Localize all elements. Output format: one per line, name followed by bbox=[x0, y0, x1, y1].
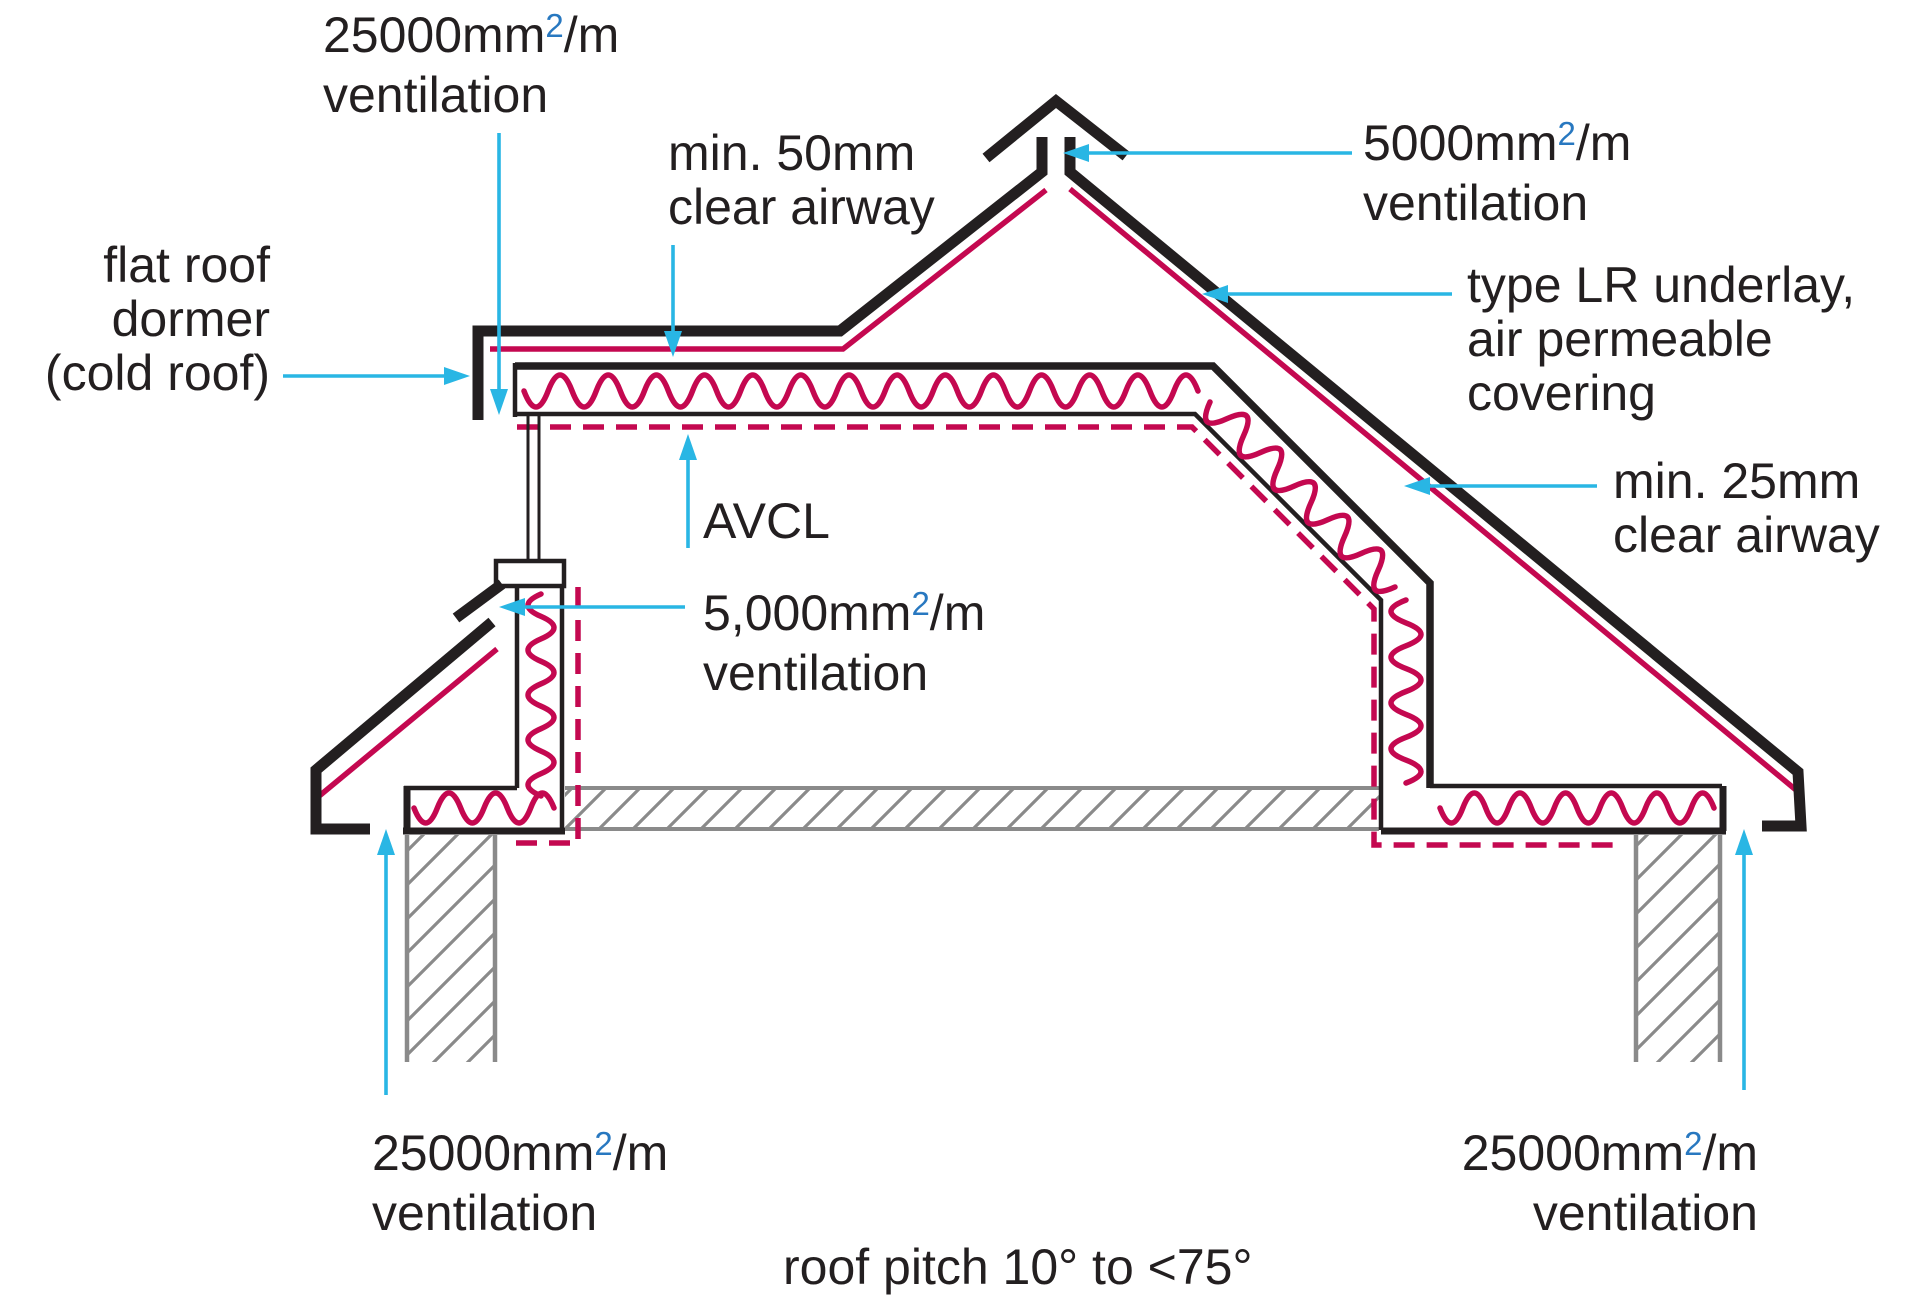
insulation-wave-slope bbox=[1202, 399, 1398, 595]
label-min-50mm-clear-airway: min. 50mm clear airway bbox=[668, 125, 935, 235]
arrowhead-left-icon bbox=[499, 598, 525, 616]
label-bottom-left-ventilation: 25000mm2/m ventilation bbox=[372, 1125, 669, 1241]
arrowhead-down-icon bbox=[490, 389, 508, 415]
label-top-left-ventilation: 25000mm2/m ventilation bbox=[323, 7, 620, 123]
leader-arrows bbox=[283, 133, 1746, 1095]
superscript-2: 2 bbox=[911, 585, 930, 622]
label-bottom-right-ventilation: 25000mm2/m ventilation bbox=[1461, 1125, 1758, 1241]
superscript-2: 2 bbox=[545, 7, 564, 44]
avcl-dashed-dormer bbox=[505, 587, 581, 846]
underlay-left-flat bbox=[490, 187, 1048, 352]
roof-lower-left bbox=[310, 617, 496, 835]
label-ridge-ventilation: 5000mm2/m ventilation bbox=[1363, 115, 1632, 231]
arrowhead-down-icon bbox=[664, 331, 682, 357]
roof-right-slope bbox=[1064, 137, 1807, 832]
superscript-2: 2 bbox=[1684, 1125, 1703, 1162]
insulation-wave-channel bbox=[1388, 597, 1424, 786]
ceiling-joist-band bbox=[565, 786, 1379, 831]
dormer-stud-and-window bbox=[403, 416, 567, 835]
insulation-wave-left-box bbox=[411, 790, 557, 826]
arrowhead-left-icon bbox=[1202, 285, 1228, 303]
label-type-lr-underlay: type LR underlay, air permeable covering bbox=[1467, 257, 1856, 421]
insulation-deck-outline bbox=[512, 362, 1727, 835]
roof-left-and-dormer bbox=[472, 137, 1048, 420]
label-flat-roof-dormer: flat roof dormer (cold roof) bbox=[44, 237, 270, 401]
underlay-lines bbox=[316, 186, 1798, 800]
insulation-wave-stud bbox=[525, 591, 557, 799]
arrowhead-left-icon bbox=[1063, 144, 1089, 162]
label-dormer-ventilation: 5,000mm2/m ventilation bbox=[703, 585, 986, 701]
window-lintel bbox=[493, 558, 567, 589]
superscript-2: 2 bbox=[1557, 115, 1576, 152]
label-min-25mm-clear-airway: min. 25mm clear airway bbox=[1613, 453, 1880, 563]
leader-arrowheads bbox=[377, 144, 1753, 855]
label-avcl: AVCL bbox=[703, 493, 830, 549]
roof-outline bbox=[310, 93, 1807, 835]
avcl-dashed-line bbox=[505, 424, 1615, 848]
wall-hatch-right bbox=[1633, 835, 1723, 1062]
superscript-2: 2 bbox=[594, 1125, 613, 1162]
wall-hatch-left bbox=[404, 835, 498, 1062]
arrowhead-up-icon bbox=[1735, 829, 1753, 855]
insulation-wave-right-box bbox=[1437, 790, 1717, 826]
underlay-lower-left bbox=[316, 646, 499, 800]
underlay-right-slope bbox=[1068, 186, 1798, 793]
insulation-waves bbox=[411, 372, 1717, 826]
arrowhead-up-icon bbox=[377, 829, 395, 855]
arrowhead-right-icon bbox=[444, 367, 470, 385]
dormer-canopy bbox=[452, 579, 506, 623]
ridge-cap bbox=[982, 93, 1130, 163]
label-roof-pitch: roof pitch 10° to <75° bbox=[783, 1239, 1253, 1295]
arrowhead-left-icon bbox=[1404, 477, 1430, 495]
insulation-wave-deck bbox=[521, 372, 1201, 410]
avcl-dashed-main bbox=[517, 424, 1615, 848]
arrowhead-up-icon bbox=[679, 434, 697, 460]
